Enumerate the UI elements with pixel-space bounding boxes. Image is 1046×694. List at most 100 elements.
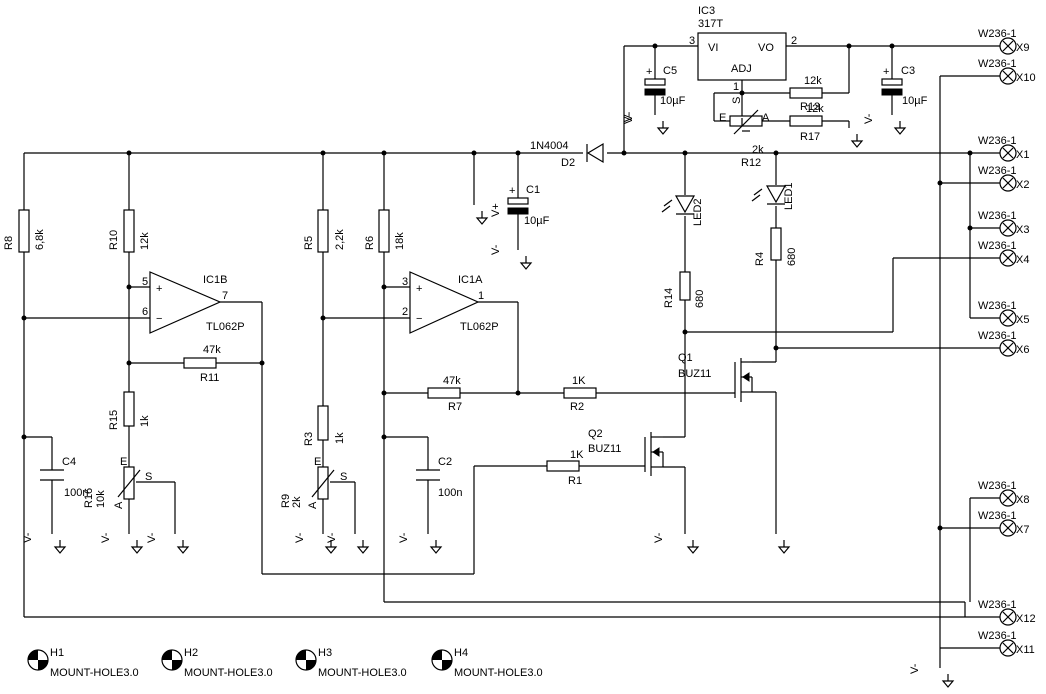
c1-value: 10µF	[524, 215, 550, 227]
ground-r9-s-symbol	[357, 539, 369, 554]
c5-value: 10µF	[660, 95, 686, 107]
capacitor-c5: + C5 10µF	[644, 65, 686, 107]
r16-value: 10k	[95, 490, 107, 508]
ic1b-pin7-number: 7	[222, 290, 228, 302]
r11-ref: R11	[200, 372, 219, 384]
r5-ref: R5	[303, 236, 315, 250]
opamp-ic1b: + − 5 6 7 IC1B TL062P	[142, 271, 245, 334]
ic3-pin-vo: VO	[758, 42, 774, 54]
ic1b-value: TL062P	[206, 321, 245, 333]
r12-value: 2k	[752, 144, 764, 156]
ground-c3-symbol	[894, 120, 906, 135]
resistor-r8: R8 6,8k	[3, 209, 46, 253]
connector-part: W236-1	[978, 480, 1017, 492]
ground-c4-symbol	[54, 539, 66, 554]
r15-ref: R15	[108, 410, 120, 430]
connector-part: W236-1	[978, 58, 1017, 70]
ic3-regulator: IC3 317T VI VO ADJ 3 2 1	[689, 5, 797, 93]
connector-ref: X1	[1016, 149, 1029, 161]
connector-part: W236-1	[978, 300, 1017, 312]
led-led2: LED2	[661, 195, 704, 226]
r13-value: 12k	[804, 75, 822, 87]
junction-dots	[21, 43, 973, 531]
capacitor-c2: C2 100n	[416, 456, 462, 499]
r6-value: 18k	[394, 232, 406, 250]
r12-pin-s: S	[731, 97, 743, 104]
ground-vplus-symbol	[476, 210, 488, 225]
connector-x2: W236-1X2	[978, 165, 1029, 192]
connector-part: W236-1	[978, 630, 1017, 642]
connector-x5: W236-1X5	[978, 300, 1029, 327]
ground-c2-symbol	[430, 539, 442, 554]
ic1a-plus: +	[416, 283, 422, 295]
connector-ref: X10	[1016, 72, 1036, 84]
ic1a-pin1-number: 1	[478, 290, 484, 302]
q2-value: BUZ11	[588, 443, 621, 455]
ic1a-minus: −	[416, 313, 422, 325]
net-r9-vminus: V-	[294, 532, 306, 543]
r3-ref: R3	[303, 432, 315, 446]
connector-part: W236-1	[978, 240, 1017, 252]
connector-x6: W236-1X6	[978, 330, 1029, 357]
mount-hole-ref: H4	[454, 647, 468, 659]
net-vplus: V+	[490, 203, 502, 217]
net-q2-vminus: V-	[653, 532, 665, 543]
r9-pin-s: S	[340, 471, 347, 483]
led-led1: LED1	[751, 182, 795, 210]
ic3-pin1-number: 1	[733, 81, 739, 93]
ic1a-pin3-number: 3	[402, 276, 408, 288]
r9-pin-e: E	[314, 456, 321, 468]
c1-ref: C1	[526, 184, 540, 196]
connector-part: W236-1	[978, 165, 1017, 177]
c3-value: 10µF	[902, 95, 928, 107]
r12-pin-a: A	[762, 112, 770, 124]
mount-holes: H1MOUNT-HOLE3.0H2MOUNT-HOLE3.0H3MOUNT-HO…	[27, 647, 543, 679]
net-r9s-vminus: V-	[326, 532, 338, 543]
r9-value: 2k	[291, 496, 303, 508]
c2-ref: C2	[438, 456, 452, 468]
q2-ref: Q2	[588, 428, 603, 440]
r2-value: 1K	[572, 375, 586, 387]
resistor-r10: R10 12k	[108, 209, 151, 253]
ground-c5-symbol	[657, 120, 669, 135]
r16-pin-s: S	[145, 471, 152, 483]
led2-ref: LED2	[692, 198, 704, 226]
connector-x4: W236-1X4	[978, 240, 1029, 267]
mount-hole-value: MOUNT-HOLE3.0	[50, 667, 139, 679]
capacitor-c4: C4 100n	[40, 456, 88, 499]
c4-ref: C4	[62, 456, 76, 468]
ground-c1-symbol	[520, 255, 532, 270]
r9-pin-a: A	[307, 501, 319, 509]
resistor-r13: 12k R13	[789, 75, 823, 113]
r4-value: 680	[786, 248, 798, 266]
r8-value: 6,8k	[34, 229, 46, 250]
r14-ref: R14	[663, 288, 675, 308]
r14-value: 680	[694, 290, 706, 308]
resistor-r17: 12k R17	[789, 103, 824, 143]
c2-value: 100n	[438, 487, 462, 499]
ic3-pin3-number: 3	[689, 35, 695, 47]
ic3-pin2-number: 2	[791, 35, 797, 47]
q1-value: BUZ11	[678, 368, 711, 380]
r7-ref: R7	[448, 401, 462, 413]
connector-x1: W236-1X1	[978, 135, 1029, 162]
r16-pin-e: E	[120, 456, 127, 468]
connector-ref: X6	[1016, 344, 1029, 356]
wires	[23, 45, 1000, 668]
connector-ref: X7	[1016, 524, 1029, 536]
ic1b-minus: −	[156, 313, 162, 325]
connector-ref: X3	[1016, 224, 1029, 236]
mount-hole-value: MOUNT-HOLE3.0	[454, 667, 543, 679]
ic1b-plus: +	[156, 283, 162, 295]
r8-ref: R8	[3, 236, 15, 250]
c5-plus: +	[646, 66, 652, 78]
connector-part: W236-1	[978, 135, 1017, 147]
connector-part: W236-1	[978, 330, 1017, 342]
c1-plus: +	[509, 185, 515, 197]
connector-x9: W236-1X9	[978, 28, 1029, 55]
ground-q1-symbol	[778, 539, 790, 554]
